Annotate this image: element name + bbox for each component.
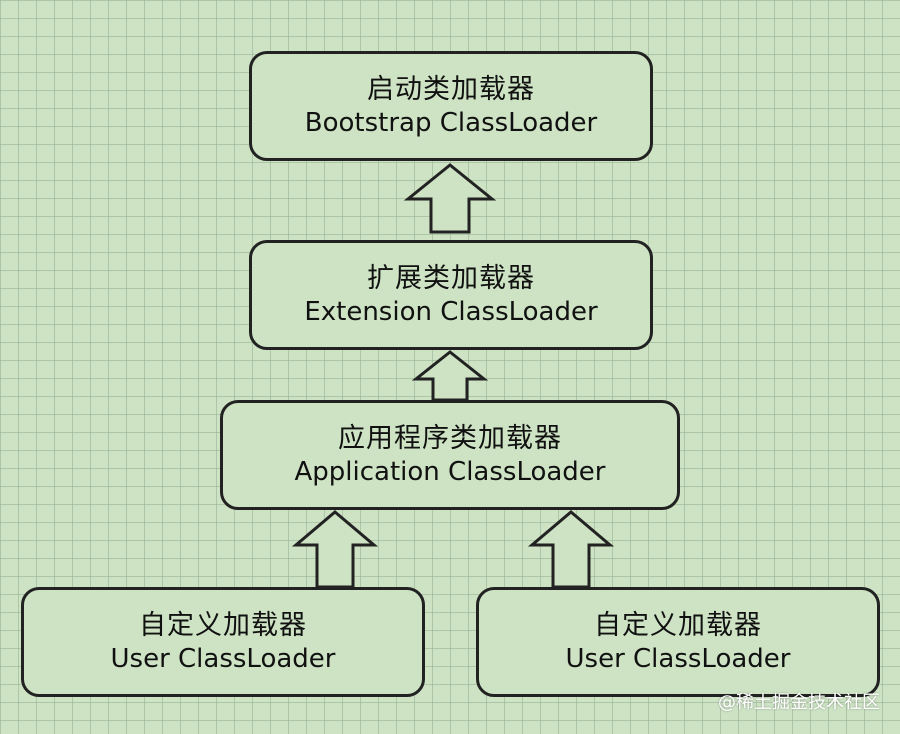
node-title-en: Application ClassLoader xyxy=(294,456,606,487)
node-title-en: User ClassLoader xyxy=(110,643,336,674)
node-title-zh: 启动类加载器 xyxy=(367,73,535,105)
arrow-extension-to-bootstrap xyxy=(403,163,497,234)
user-classloader-node-right: 自定义加载器 User ClassLoader xyxy=(476,587,880,697)
node-title-zh: 自定义加载器 xyxy=(594,609,762,641)
user-classloader-node-left: 自定义加载器 User ClassLoader xyxy=(21,587,425,697)
node-title-en: Bootstrap ClassLoader xyxy=(304,107,598,138)
node-title-zh: 自定义加载器 xyxy=(139,609,307,641)
node-title-en: User ClassLoader xyxy=(565,643,791,674)
bootstrap-classloader-node: 启动类加载器 Bootstrap ClassLoader xyxy=(249,51,653,161)
application-classloader-node: 应用程序类加载器 Application ClassLoader xyxy=(220,400,680,510)
node-title-en: Extension ClassLoader xyxy=(304,296,598,327)
arrow-application-to-extension xyxy=(411,350,489,402)
node-title-zh: 应用程序类加载器 xyxy=(338,422,562,454)
watermark: @稀土掘金技术社区 xyxy=(718,692,880,713)
node-title-zh: 扩展类加载器 xyxy=(367,262,535,294)
arrow-user-left-to-application xyxy=(291,510,379,589)
arrow-user-right-to-application xyxy=(527,510,615,589)
extension-classloader-node: 扩展类加载器 Extension ClassLoader xyxy=(249,240,653,350)
